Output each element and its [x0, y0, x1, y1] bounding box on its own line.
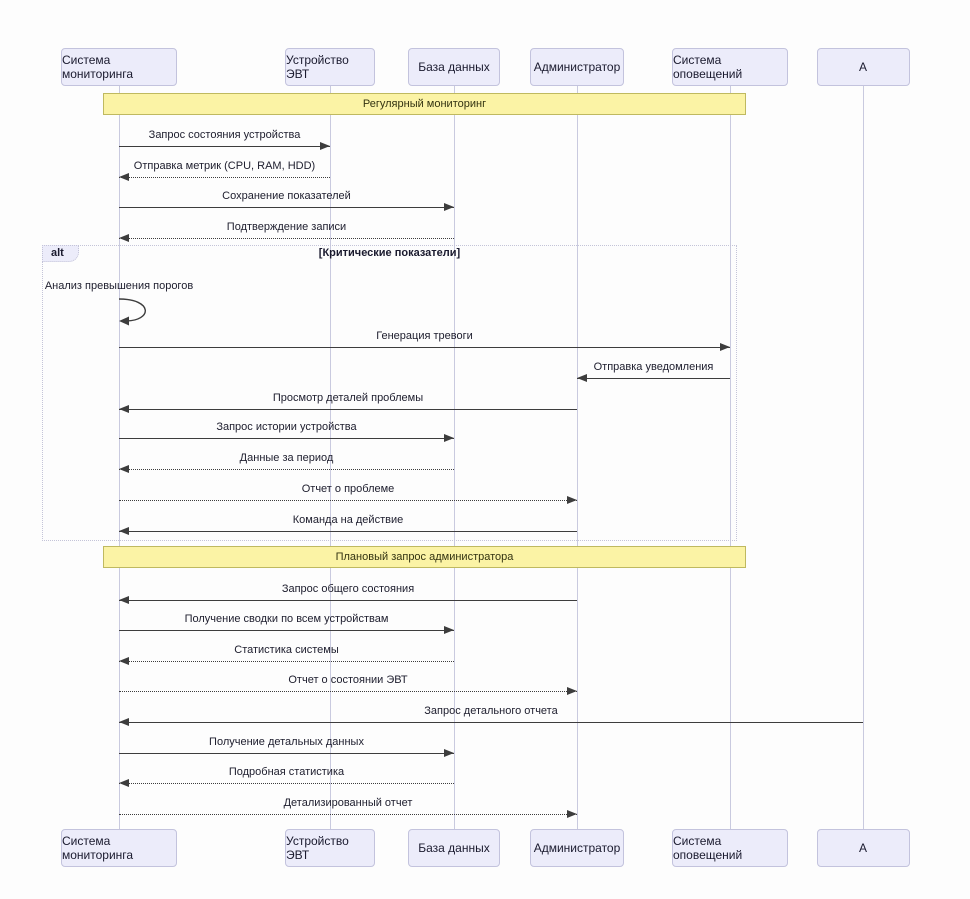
- message-label: Получение детальных данных: [209, 736, 364, 748]
- arrowhead-left-icon: [119, 234, 129, 242]
- actor-box-bottom-monitoring: Система мониторинга: [61, 829, 177, 867]
- message-label: Отправка уведомления: [593, 361, 714, 373]
- arrowhead-right-icon: [320, 142, 330, 150]
- lifeline-db: [454, 86, 455, 829]
- message-line: [119, 347, 730, 348]
- alt-frame: [42, 245, 737, 541]
- message-line: [119, 814, 577, 815]
- arrowhead-right-icon: [567, 687, 577, 695]
- actor-box-bottom-alerts: Система оповещений: [672, 829, 788, 867]
- lifeline-alerts: [730, 86, 731, 829]
- message-label: Отправка метрик (CPU, RAM, HDD): [133, 160, 316, 172]
- message-line: [119, 469, 454, 470]
- arrowhead-left-icon: [119, 596, 129, 604]
- message-line: [119, 238, 454, 239]
- message-label: Запрос общего состояния: [281, 583, 415, 595]
- arrowhead-right-icon: [444, 749, 454, 757]
- message-line: [119, 531, 577, 532]
- arrowhead-left-icon: [119, 718, 129, 726]
- message-label: Запрос истории устройства: [216, 421, 357, 433]
- message-line: [119, 177, 330, 178]
- arrowhead-left-icon: [119, 779, 129, 787]
- arrowhead-left-icon: [119, 173, 129, 181]
- message-label: Анализ превышения порогов: [44, 280, 194, 292]
- actor-box-bottom-admin: Администратор: [530, 829, 624, 867]
- message-label: Сохранение показателей: [222, 190, 351, 202]
- message-line: [119, 691, 577, 692]
- message-label: Подробная статистика: [228, 766, 345, 778]
- message-label: Детализированный отчет: [283, 797, 413, 809]
- message-label: Отчет о проблеме: [301, 483, 395, 495]
- arrowhead-right-icon: [567, 810, 577, 818]
- actor-box-bottom-a: A: [816, 829, 910, 867]
- message-label: Команда на действие: [292, 514, 404, 526]
- alt-frame-label: alt: [42, 245, 79, 262]
- message-line: [119, 661, 454, 662]
- arrowhead-right-icon: [567, 496, 577, 504]
- actor-box-top-alerts: Система оповещений: [672, 48, 788, 86]
- message-line: [119, 600, 577, 601]
- message-line: [119, 722, 863, 723]
- actor-box-top-monitoring: Система мониторинга: [61, 48, 177, 86]
- self-message-loop: [117, 297, 159, 327]
- message-line: [119, 783, 454, 784]
- message-line: [119, 146, 330, 147]
- message-line: [119, 207, 454, 208]
- message-line: [119, 500, 577, 501]
- message-label: Запрос детального отчета: [424, 705, 558, 717]
- lifeline-a: [863, 86, 864, 829]
- message-label: Статистика системы: [234, 644, 339, 656]
- message-line: [119, 630, 454, 631]
- message-label: Генерация тревоги: [376, 330, 473, 342]
- message-label: Отчет о состоянии ЭВТ: [288, 674, 408, 686]
- actor-box-bottom-device: Устройство ЭВТ: [285, 829, 375, 867]
- arrowhead-left-icon: [119, 657, 129, 665]
- arrowhead-left-icon: [577, 374, 587, 382]
- actor-box-top-a: A: [816, 48, 910, 86]
- arrowhead-right-icon: [444, 434, 454, 442]
- message-label: Подтверждение записи: [226, 221, 347, 233]
- arrowhead-right-icon: [720, 343, 730, 351]
- alt-frame-condition: [Критические показатели]: [318, 247, 461, 259]
- arrowhead-left-icon: [119, 527, 129, 535]
- lifeline-admin: [577, 86, 578, 829]
- arrowhead-left-icon: [119, 465, 129, 473]
- actor-box-top-admin: Администратор: [530, 48, 624, 86]
- band-label: Регулярный мониторинг: [103, 93, 746, 115]
- message-label: Просмотр деталей проблемы: [272, 392, 424, 404]
- message-line: [119, 409, 577, 410]
- actor-box-top-db: База данных: [408, 48, 500, 86]
- lifeline-device: [330, 86, 331, 829]
- arrowhead-right-icon: [444, 626, 454, 634]
- arrowhead-right-icon: [444, 203, 454, 211]
- actor-box-bottom-db: База данных: [408, 829, 500, 867]
- actor-box-top-device: Устройство ЭВТ: [285, 48, 375, 86]
- message-line: [119, 438, 454, 439]
- lifeline-monitoring: [119, 86, 120, 829]
- message-label: Данные за период: [239, 452, 334, 464]
- message-line: [577, 378, 730, 379]
- message-label: Получение сводки по всем устройствам: [184, 613, 389, 625]
- message-line: [119, 753, 454, 754]
- band-label: Плановый запрос администратора: [103, 546, 746, 568]
- arrowhead-left-icon: [119, 405, 129, 413]
- message-label: Запрос состояния устройства: [148, 129, 301, 141]
